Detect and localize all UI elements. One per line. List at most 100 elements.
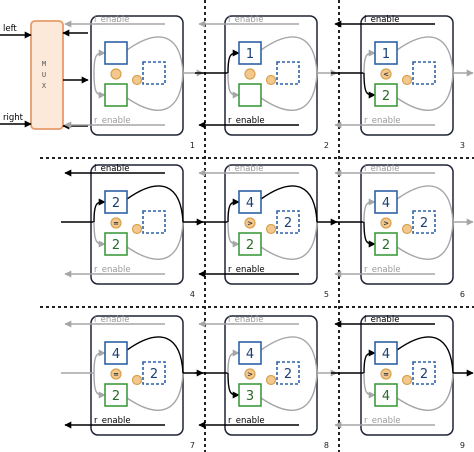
top-register-value: 4 <box>112 347 120 362</box>
r-enable-label: r_enable <box>228 116 265 126</box>
top-register <box>104 190 128 214</box>
input-to-top-register <box>93 198 106 223</box>
output-select-node <box>131 374 143 386</box>
bottom-bypass-path <box>260 221 318 260</box>
input-to-bottom-register <box>363 221 376 248</box>
comparator-symbol: = <box>383 371 389 379</box>
bottom-bypass-path <box>260 72 318 111</box>
input-to-top-register <box>227 349 240 374</box>
bottom-register-value: 2 <box>112 238 120 253</box>
output-register-value: 2 <box>284 367 292 382</box>
top-register <box>238 41 262 65</box>
output-register <box>142 61 166 85</box>
r-enable-label: r_enable <box>364 116 401 126</box>
top-register-value: 4 <box>382 347 390 362</box>
output-register <box>412 61 436 85</box>
output-select-node <box>265 223 277 235</box>
mux-letter-u: U <box>42 71 46 79</box>
bottom-register-value: 2 <box>382 89 390 104</box>
mux-block: M U X left right <box>0 20 89 130</box>
output-select-node <box>265 74 277 86</box>
comparator-node <box>244 217 256 229</box>
r-enable-label: r_enable <box>364 416 401 426</box>
r-enable-label: r_enable <box>94 116 131 126</box>
input-to-bottom-register <box>93 72 106 99</box>
bottom-bypass-path <box>396 372 454 411</box>
comparator-node <box>244 68 256 80</box>
top-bypass-path <box>260 36 318 74</box>
bottom-register-value: 3 <box>246 389 254 404</box>
input-to-top-register <box>363 198 376 223</box>
bottom-register-value: 2 <box>246 238 254 253</box>
panel-index-label: 2 <box>324 141 329 150</box>
top-register <box>104 41 128 65</box>
bottom-register <box>104 232 128 256</box>
top-bypass-path <box>126 36 184 74</box>
comparator-symbol: > <box>247 371 253 379</box>
top-register-value: 1 <box>382 47 390 62</box>
top-register-value: 4 <box>382 196 390 211</box>
top-register-value: 2 <box>112 196 120 211</box>
l-enable-label: l_enable <box>94 15 129 25</box>
output-select-node <box>131 223 143 235</box>
comparator-node <box>380 217 392 229</box>
l-enable-label: l_enable <box>364 315 399 325</box>
l-enable-label: l_enable <box>228 15 263 25</box>
mux-letter-x: X <box>42 82 47 90</box>
r-enable-label: r_enable <box>228 265 265 275</box>
bottom-bypass-path <box>126 221 184 260</box>
top-bypass-path <box>126 336 184 374</box>
bottom-bypass-path <box>396 221 454 260</box>
output-register-value: 2 <box>284 216 292 231</box>
bottom-register-value: 2 <box>112 389 120 404</box>
panel-index-label: 9 <box>460 441 465 450</box>
top-register <box>104 341 128 365</box>
output-register <box>276 361 300 385</box>
input-to-top-register <box>363 349 376 374</box>
comparator-node <box>380 368 392 380</box>
input-to-bottom-register <box>227 372 240 399</box>
mux-letter-m: M <box>42 60 46 68</box>
bottom-register <box>238 232 262 256</box>
l-enable-label: l_enable <box>364 15 399 25</box>
output-register-value: 2 <box>420 216 428 231</box>
l-enable-label: l_enable <box>94 315 129 325</box>
top-bypass-path <box>260 336 318 374</box>
input-to-bottom-register <box>93 221 106 248</box>
grid-separators <box>40 0 474 452</box>
top-bypass-path <box>396 336 454 374</box>
output-register-value: 2 <box>420 367 428 382</box>
output-select-node <box>401 374 413 386</box>
right-input-label: right <box>3 113 24 123</box>
r-enable-label: r_enable <box>228 416 265 426</box>
bottom-register <box>104 383 128 407</box>
input-to-top-register <box>363 49 376 74</box>
top-register <box>374 190 398 214</box>
bottom-register-value: 2 <box>382 238 390 253</box>
input-to-top-register <box>93 49 106 74</box>
top-register-value: 4 <box>246 196 254 211</box>
input-to-bottom-register <box>93 372 106 399</box>
output-register <box>412 361 436 385</box>
input-to-bottom-register <box>363 372 376 399</box>
input-to-top-register <box>227 198 240 223</box>
panel-index-label: 6 <box>460 290 465 299</box>
mux-box <box>30 20 64 130</box>
output-register-value: 2 <box>150 367 158 382</box>
comparator-node <box>110 68 122 80</box>
input-to-bottom-register <box>227 72 240 99</box>
panel-index-label: 4 <box>190 290 195 299</box>
r-enable-label: r_enable <box>364 265 401 275</box>
top-bypass-path <box>260 185 318 223</box>
output-select-node <box>401 223 413 235</box>
input-to-bottom-register <box>227 221 240 248</box>
output-register <box>142 210 166 234</box>
